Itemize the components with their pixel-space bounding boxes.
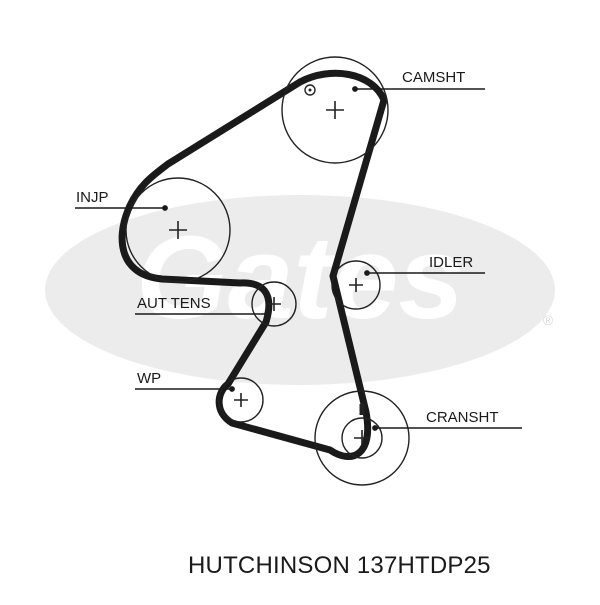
- label-crankshaft: CRANSHT: [426, 409, 499, 426]
- leader-lines: [75, 86, 522, 431]
- crankshaft-pulley: [314, 390, 410, 486]
- label-water-pump: WP: [137, 370, 161, 387]
- camshaft-pulley: [281, 56, 389, 164]
- water-pump-pulley: [218, 377, 264, 423]
- center-cross-icon: [267, 297, 281, 311]
- idler-pulley: [331, 260, 381, 310]
- label-camshaft: CAMSHT: [402, 69, 465, 86]
- label-injection-pump: INJP: [76, 189, 109, 206]
- center-cross-icon: [349, 278, 363, 292]
- timing-mark-icon: [304, 84, 316, 96]
- auto-tensioner-pulley: [251, 281, 297, 327]
- center-cross-icon: [326, 101, 344, 119]
- part-number-caption: HUTCHINSON 137HTDP25: [188, 552, 491, 579]
- label-auto-tensioner: AUT TENS: [137, 295, 211, 312]
- center-cross-icon: [169, 221, 187, 239]
- label-idler: IDLER: [429, 254, 473, 271]
- center-cross-icon: [354, 430, 370, 446]
- timing-mark-icon: [359, 404, 365, 415]
- center-cross-icon: [234, 393, 248, 407]
- injection-pump-pulley: [125, 177, 231, 283]
- timing-belt: [118, 69, 388, 461]
- registered-mark: ®: [543, 312, 554, 328]
